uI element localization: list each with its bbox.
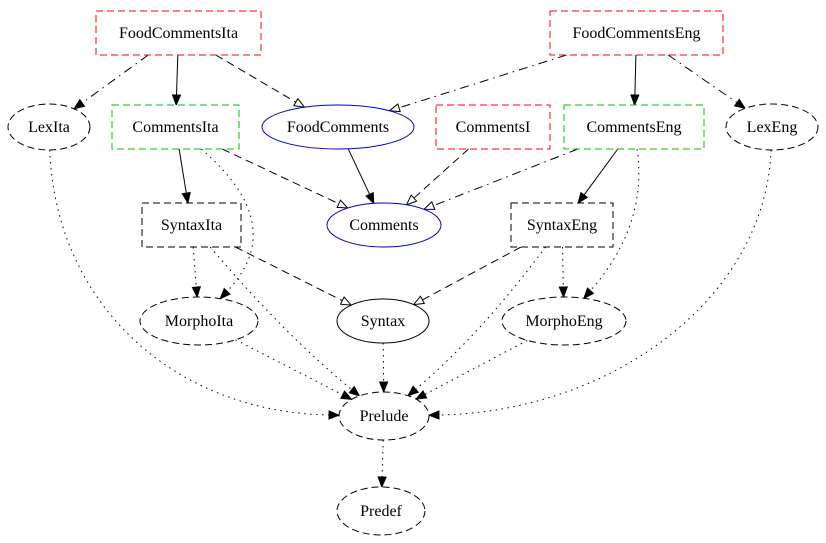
node-shape-foodcommentseng	[549, 10, 724, 56]
arrowhead-CommentsIta-Comments	[336, 199, 350, 209]
arrowhead-LexIta-Prelude	[328, 410, 341, 420]
node-shape-morphoita	[139, 296, 259, 346]
node-shape-commentsita	[111, 104, 240, 150]
node-shape-syntax	[336, 298, 430, 344]
arrowhead-FoodCommentsEng-LexEng	[733, 98, 747, 110]
edge-line-SyntaxIta-Syntax	[235, 246, 343, 302]
arrowhead-CommentsIta-SyntaxIta	[181, 191, 191, 205]
edge-line-CommentsI-Comments	[413, 148, 469, 199]
arrowhead-CommentsEng-Comments	[422, 201, 436, 210]
node-shape-syntaxita	[141, 202, 242, 248]
node-label-commentsita: CommentsIta	[132, 119, 218, 136]
node-predef: Predef	[336, 486, 426, 536]
edge-line-LexIta-Prelude	[49, 149, 330, 416]
edge-line-LexEng-Prelude	[438, 149, 772, 416]
edge-line-FoodCommentsIta-CommentsIta	[176, 54, 179, 96]
arrowhead-MorphoIta-Prelude	[340, 390, 353, 401]
arrowhead-Syntax-Prelude	[378, 381, 389, 394]
node-prelude: Prelude	[338, 391, 430, 441]
arrowhead-CommentsIta-MorphoIta	[219, 287, 231, 300]
node-shape-foodcommentsita	[95, 10, 262, 56]
edge-line-CommentsEng-Comments	[433, 148, 579, 207]
arrowhead-LexEng-Prelude	[427, 410, 440, 420]
edge-line-CommentsIta-MorphoIta	[200, 148, 254, 292]
edge-line-FoodCommentsEng-LexEng	[667, 54, 738, 104]
edge-line-FoodComments-Comments	[347, 148, 371, 195]
node-shape-foodcomments	[261, 104, 415, 150]
node-label-comments: Comments	[349, 217, 418, 234]
node-syntaxeng: SyntaxEng	[510, 202, 614, 248]
edge-line-FoodCommentsEng-CommentsEng	[634, 54, 637, 96]
node-shape-commentseng	[563, 104, 705, 150]
arrowhead-CommentsEng-MorphoEng	[583, 287, 595, 300]
edge-line-SyntaxEng-Syntax	[422, 246, 522, 301]
arrowhead-Prelude-Predef	[377, 476, 387, 489]
arrowhead-FoodCommentsIta-CommentsIta	[171, 94, 182, 107]
node-commentsita: CommentsIta	[111, 104, 240, 150]
edge-line-FoodCommentsIta-LexIta	[81, 54, 149, 104]
edge-line-CommentsEng-SyntaxEng	[583, 148, 619, 196]
node-label-morphoita: MorphoIta	[165, 313, 233, 330]
edge-line-FoodCommentsIta-FoodComments	[215, 54, 297, 103]
edge-line-MorphoIta-Prelude	[235, 339, 343, 396]
edge-line-SyntaxEng-MorphoEng	[562, 246, 564, 288]
node-label-lexita: LexIta	[28, 119, 70, 136]
arrowhead-FoodCommentsIta-FoodComments	[292, 97, 306, 108]
node-shape-commentsi	[435, 104, 551, 150]
node-commentsi: CommentsI	[435, 104, 551, 150]
node-label-syntaxeng: SyntaxEng	[527, 217, 597, 234]
node-label-prelude: Prelude	[360, 408, 409, 425]
node-morphoeng: MorphoEng	[501, 296, 627, 346]
node-label-commentseng: CommentsEng	[586, 119, 681, 136]
arrowhead-FoodComments-Comments	[365, 191, 375, 205]
node-commentseng: CommentsEng	[563, 104, 705, 150]
node-label-commentsi: CommentsI	[456, 119, 531, 136]
node-label-syntax: Syntax	[361, 313, 405, 330]
edge-line-CommentsIta-SyntaxIta	[178, 148, 187, 194]
node-shape-syntaxeng	[510, 202, 614, 248]
node-foodcommentseng: FoodCommentsEng	[549, 10, 724, 56]
node-shape-comments	[326, 202, 442, 248]
node-lexeng: LexEng	[725, 103, 819, 151]
node-label-lexeng: LexEng	[747, 119, 798, 136]
node-shape-lexita	[7, 103, 91, 151]
node-lexita: LexIta	[7, 103, 91, 151]
arrowhead-FoodCommentsIta-LexIta	[73, 98, 86, 110]
node-label-foodcomments: FoodComments	[287, 119, 389, 136]
arrowhead-SyntaxIta-Prelude	[348, 385, 361, 397]
node-foodcomments: FoodComments	[261, 104, 415, 150]
arrowhead-FoodCommentsEng-FoodComments	[388, 103, 401, 113]
arrowhead-SyntaxEng-Prelude	[406, 385, 420, 397]
node-syntaxita: SyntaxIta	[141, 202, 242, 248]
node-shape-predef	[336, 486, 426, 536]
arrowhead-FoodCommentsEng-CommentsEng	[630, 94, 640, 107]
edge-line-SyntaxEng-Prelude	[415, 246, 547, 390]
edge-line-MorphoEng-Prelude	[424, 339, 528, 395]
node-label-morphoeng: MorphoEng	[525, 313, 602, 330]
arrowhead-SyntaxEng-Syntax	[412, 295, 426, 306]
node-morphoita: MorphoIta	[139, 296, 259, 346]
node-label-foodcommentseng: FoodCommentsEng	[572, 25, 700, 42]
node-shape-prelude	[338, 391, 430, 441]
node-comments: Comments	[326, 202, 442, 248]
node-shape-lexeng	[725, 103, 819, 151]
node-foodcommentsita: FoodCommentsIta	[95, 10, 262, 56]
arrowhead-CommentsI-Comments	[405, 194, 418, 206]
arrowhead-SyntaxEng-MorphoEng	[558, 286, 569, 299]
node-syntax: Syntax	[336, 298, 430, 344]
node-label-syntaxita: SyntaxIta	[161, 217, 222, 234]
edge-line-Prelude-Predef	[381, 439, 384, 478]
node-label-predef: Predef	[360, 503, 402, 520]
arrowhead-SyntaxIta-MorphoIta	[191, 286, 201, 299]
edge-line-CommentsIta-Comments	[222, 148, 340, 205]
node-shape-morphoeng	[501, 296, 627, 346]
arrowhead-CommentsEng-SyntaxEng	[577, 191, 589, 205]
node-label-foodcommentsita: FoodCommentsIta	[119, 25, 238, 42]
edge-line-SyntaxIta-MorphoIta	[192, 246, 197, 288]
arrowhead-MorphoEng-Prelude	[414, 390, 428, 400]
arrowhead-SyntaxIta-Syntax	[339, 296, 353, 306]
edge-line-FoodCommentsEng-FoodComments	[398, 54, 567, 109]
